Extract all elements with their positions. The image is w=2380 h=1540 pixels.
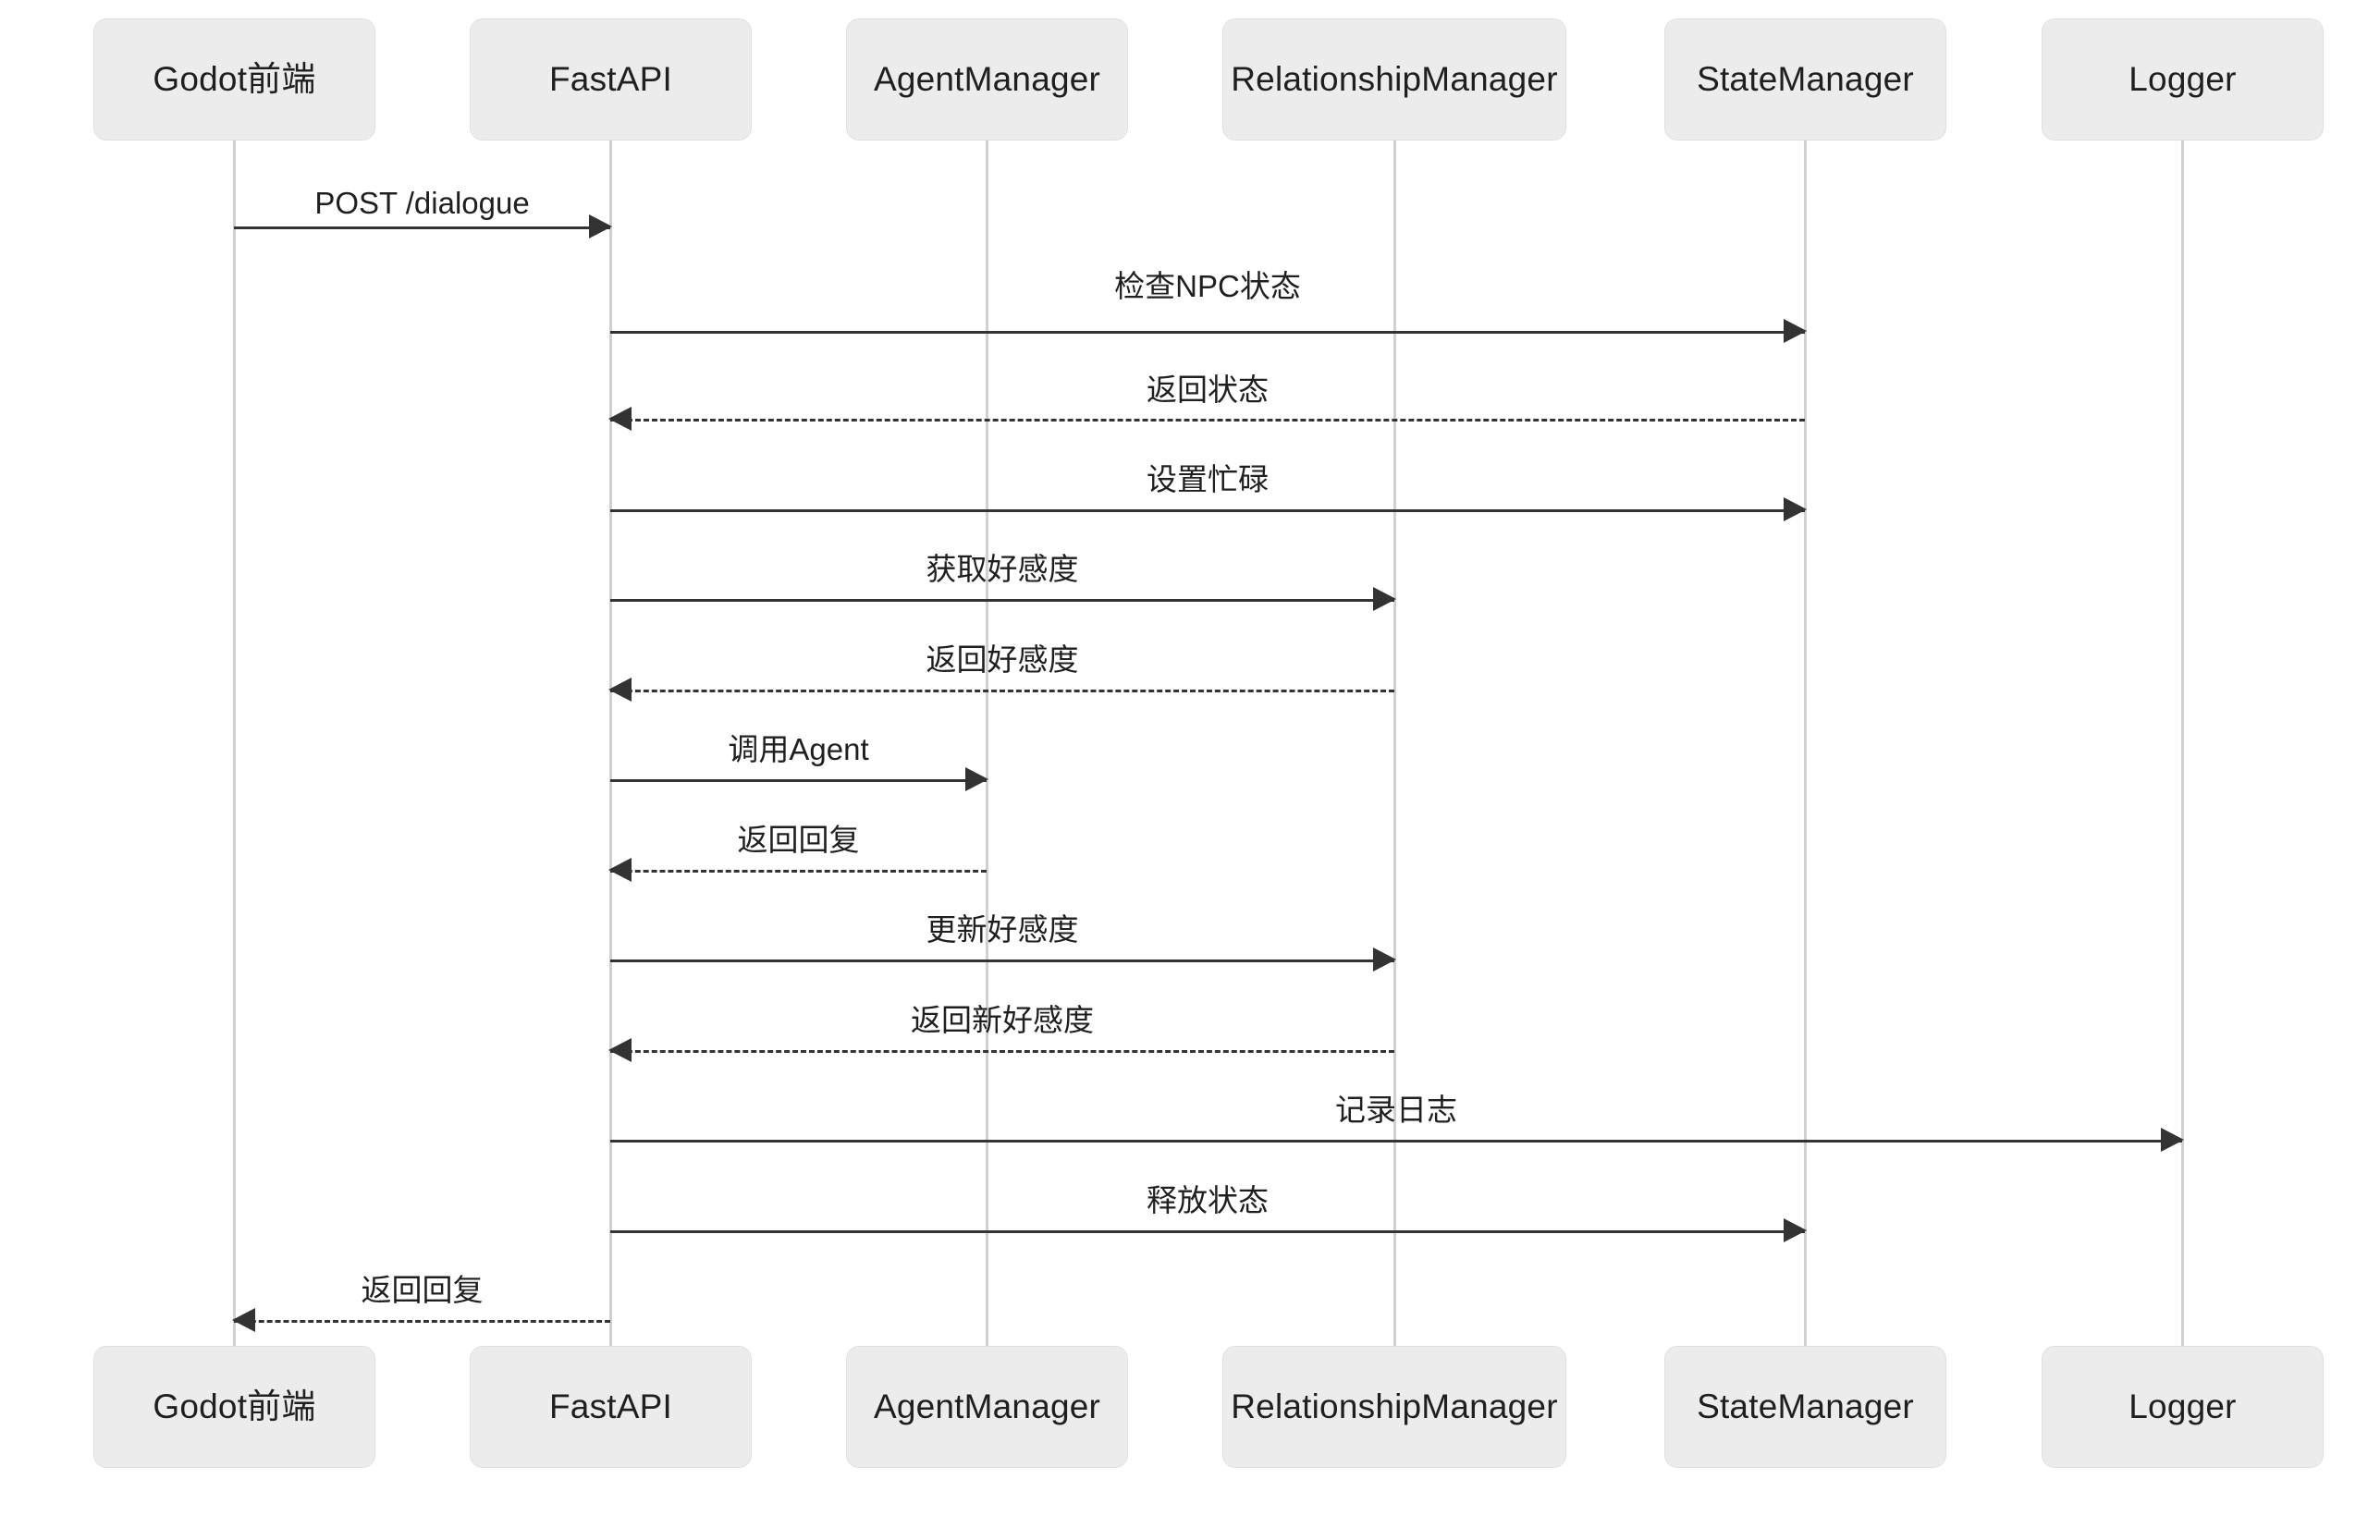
- message-line-7: [610, 779, 987, 782]
- actor-box-godot-bottom[interactable]: Godot前端: [93, 1346, 375, 1468]
- message-line-2: [610, 331, 1805, 334]
- message-line-8: [610, 870, 987, 873]
- arrowhead-icon: [608, 407, 632, 431]
- arrowhead-icon: [1373, 587, 1396, 611]
- actor-label-godot-top: Godot前端: [153, 59, 316, 98]
- arrowhead-icon: [1784, 319, 1807, 343]
- actor-box-fastapi-top[interactable]: FastAPI: [470, 18, 752, 141]
- arrowhead-icon: [608, 678, 632, 702]
- message-label-1: POST /dialogue: [314, 186, 530, 220]
- arrowhead-icon: [608, 858, 632, 882]
- actor-box-relationshipmanager-top[interactable]: RelationshipManager: [1222, 18, 1566, 141]
- actor-label-statemanager-bottom: StateManager: [1697, 1387, 1914, 1425]
- actor-label-godot-bottom: Godot前端: [153, 1387, 316, 1425]
- message-line-1: [234, 226, 610, 229]
- message-label-7: 调用Agent: [728, 732, 869, 766]
- arrowhead-icon: [2161, 1128, 2184, 1152]
- arrowhead-icon: [232, 1308, 255, 1332]
- arrowhead-icon: [589, 214, 612, 238]
- message-label-13: 返回回复: [361, 1273, 484, 1307]
- actor-box-agentmanager-bottom[interactable]: AgentManager: [846, 1346, 1128, 1468]
- actor-label-relationshipmanager-top: RelationshipManager: [1231, 59, 1558, 98]
- arrowhead-icon: [1784, 497, 1807, 521]
- lifeline-logger: [2181, 141, 2184, 1346]
- lifeline-agentmanager: [986, 141, 988, 1346]
- message-label-4: 设置忙碌: [1147, 462, 1269, 496]
- actor-label-relationshipmanager-bottom: RelationshipManager: [1231, 1387, 1558, 1425]
- arrowhead-icon: [965, 767, 988, 791]
- actor-box-agentmanager-top[interactable]: AgentManager: [846, 18, 1128, 141]
- actor-box-logger-bottom[interactable]: Logger: [2042, 1346, 2324, 1468]
- message-line-3: [610, 419, 1805, 422]
- message-label-10: 返回新好感度: [911, 1003, 1094, 1037]
- message-label-5: 获取好感度: [926, 552, 1079, 586]
- actor-box-logger-top[interactable]: Logger: [2042, 18, 2324, 141]
- actor-label-agentmanager-bottom: AgentManager: [873, 1387, 1101, 1425]
- actor-label-fastapi-bottom: FastAPI: [549, 1387, 672, 1425]
- message-line-6: [610, 690, 1394, 692]
- message-line-4: [610, 509, 1805, 512]
- actor-label-logger-bottom: Logger: [2129, 1387, 2237, 1425]
- message-line-9: [610, 959, 1394, 962]
- message-label-12: 释放状态: [1147, 1183, 1269, 1217]
- lifeline-godot: [233, 141, 236, 1346]
- lifeline-fastapi: [609, 141, 612, 1346]
- actor-box-statemanager-bottom[interactable]: StateManager: [1664, 1346, 1946, 1468]
- message-label-11: 记录日志: [1335, 1093, 1457, 1127]
- message-label-3: 返回状态: [1147, 373, 1269, 407]
- actor-label-logger-top: Logger: [2129, 59, 2237, 98]
- message-line-11: [610, 1140, 2182, 1143]
- lifeline-statemanager: [1804, 141, 1807, 1346]
- lifeline-relationshipmanager: [1393, 141, 1396, 1346]
- message-label-2: 检查NPC状态: [1114, 269, 1301, 303]
- actor-box-statemanager-top[interactable]: StateManager: [1664, 18, 1946, 141]
- message-label-6: 返回好感度: [926, 642, 1079, 677]
- message-line-10: [610, 1050, 1394, 1053]
- actor-box-relationshipmanager-bottom[interactable]: RelationshipManager: [1222, 1346, 1566, 1468]
- actor-label-agentmanager-top: AgentManager: [873, 59, 1101, 98]
- message-line-13: [234, 1320, 610, 1323]
- message-label-8: 返回回复: [737, 823, 860, 857]
- message-label-9: 更新好感度: [926, 912, 1079, 947]
- arrowhead-icon: [1373, 947, 1396, 972]
- arrowhead-icon: [1784, 1218, 1807, 1242]
- message-line-12: [610, 1230, 1805, 1233]
- actor-box-fastapi-bottom[interactable]: FastAPI: [470, 1346, 752, 1468]
- actor-label-statemanager-top: StateManager: [1697, 59, 1914, 98]
- message-line-5: [610, 599, 1394, 602]
- arrowhead-icon: [608, 1038, 632, 1062]
- actor-box-godot-top[interactable]: Godot前端: [93, 18, 375, 141]
- actor-label-fastapi-top: FastAPI: [549, 59, 672, 98]
